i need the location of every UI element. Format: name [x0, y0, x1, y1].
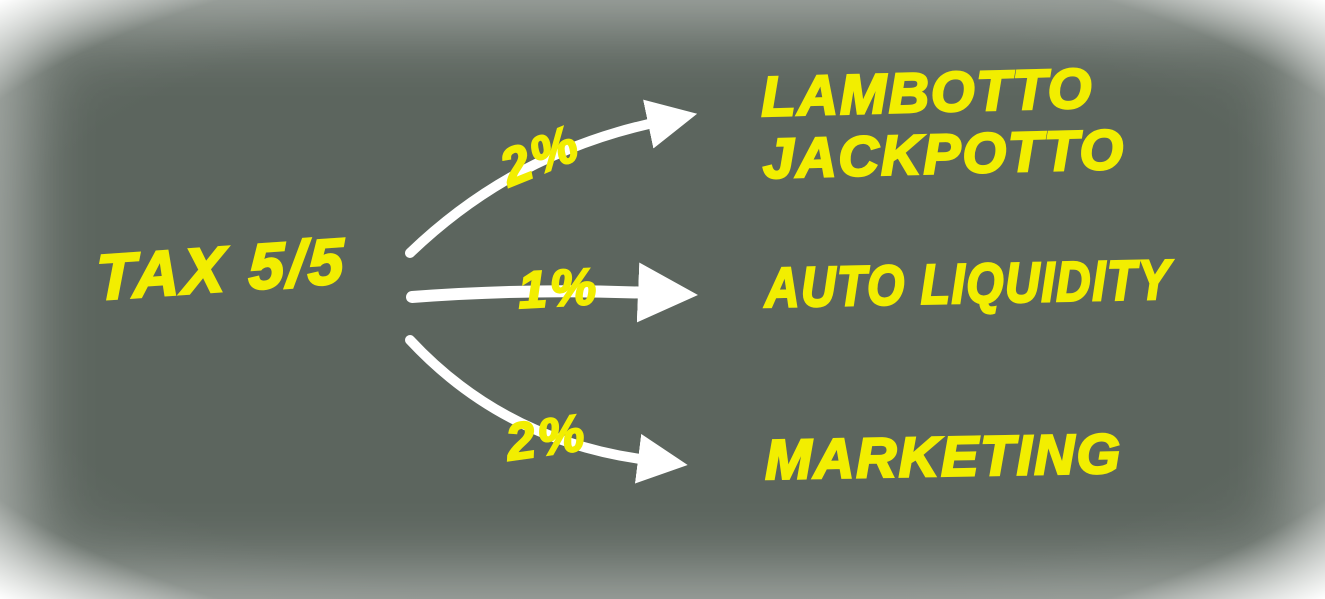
target-label-auto-liquidity: AUTO LIQUIDITY	[763, 247, 1173, 321]
branch-percent-liquidity: 1%	[516, 257, 602, 321]
target-label-lambotto-jackpotto: LAMBOTTO JACKPOTTO	[759, 55, 1127, 191]
target-label-marketing: MARKETING	[763, 421, 1124, 493]
target-line-2: JACKPOTTO	[761, 116, 1127, 191]
target-line-1: LAMBOTTO	[759, 55, 1095, 129]
arrow-to-liquidity	[406, 262, 698, 323]
arrow-to-jackpot	[405, 99, 698, 258]
branch-percent-marketing: 2%	[501, 403, 591, 474]
arrow-to-marketing	[405, 335, 688, 484]
tax-source-label: TAX 5/5	[95, 223, 348, 315]
